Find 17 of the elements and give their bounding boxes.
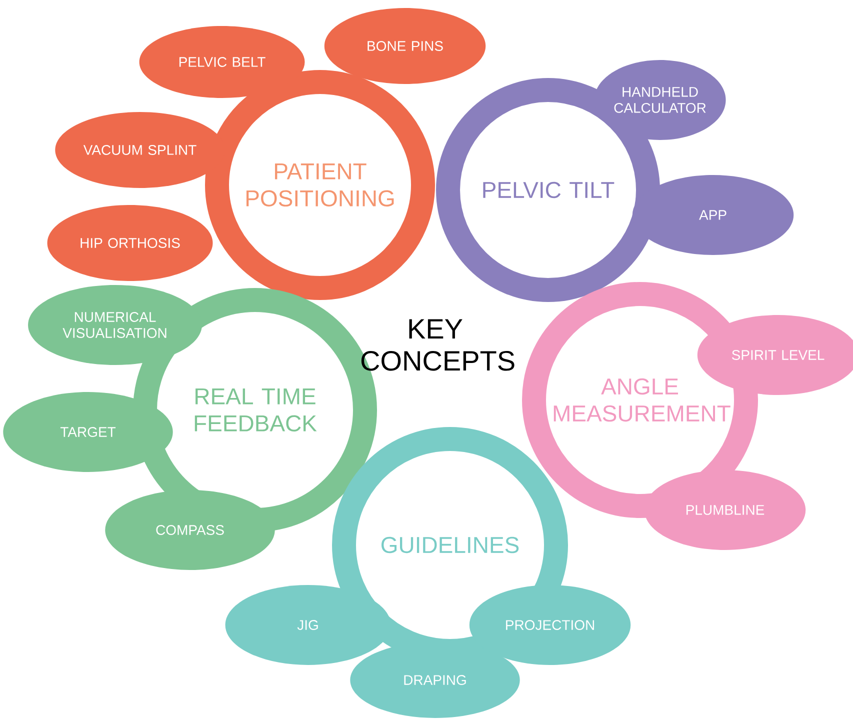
topic-oval: HIP ORTHOSIS <box>47 205 213 281</box>
topic-oval: JIG <box>225 585 391 665</box>
node-label: DRAPING <box>404 675 466 685</box>
concept-ring: PATIENT POSITIONING <box>205 70 435 300</box>
topic-oval: COMPASS <box>105 490 275 570</box>
topic-oval: VACUUM SPLINT <box>55 112 225 188</box>
topic-oval: PROJECTION <box>469 585 631 665</box>
topic-oval: PLUMBLINE <box>644 470 806 550</box>
topic-oval: DRAPING <box>350 642 520 718</box>
node-label: VACUUM SPLINT <box>83 145 196 155</box>
topic-oval: APP <box>632 175 794 255</box>
topic-oval: HANDHELD CALCULATOR <box>594 60 726 140</box>
topic-oval: PELVIC BELT <box>139 26 305 98</box>
topic-oval: TARGET <box>3 392 173 472</box>
topic-oval: BONE PINS <box>324 8 486 84</box>
topic-oval: NUMERICAL VISUALISATION <box>28 285 202 365</box>
node-label: JIG <box>297 620 318 630</box>
